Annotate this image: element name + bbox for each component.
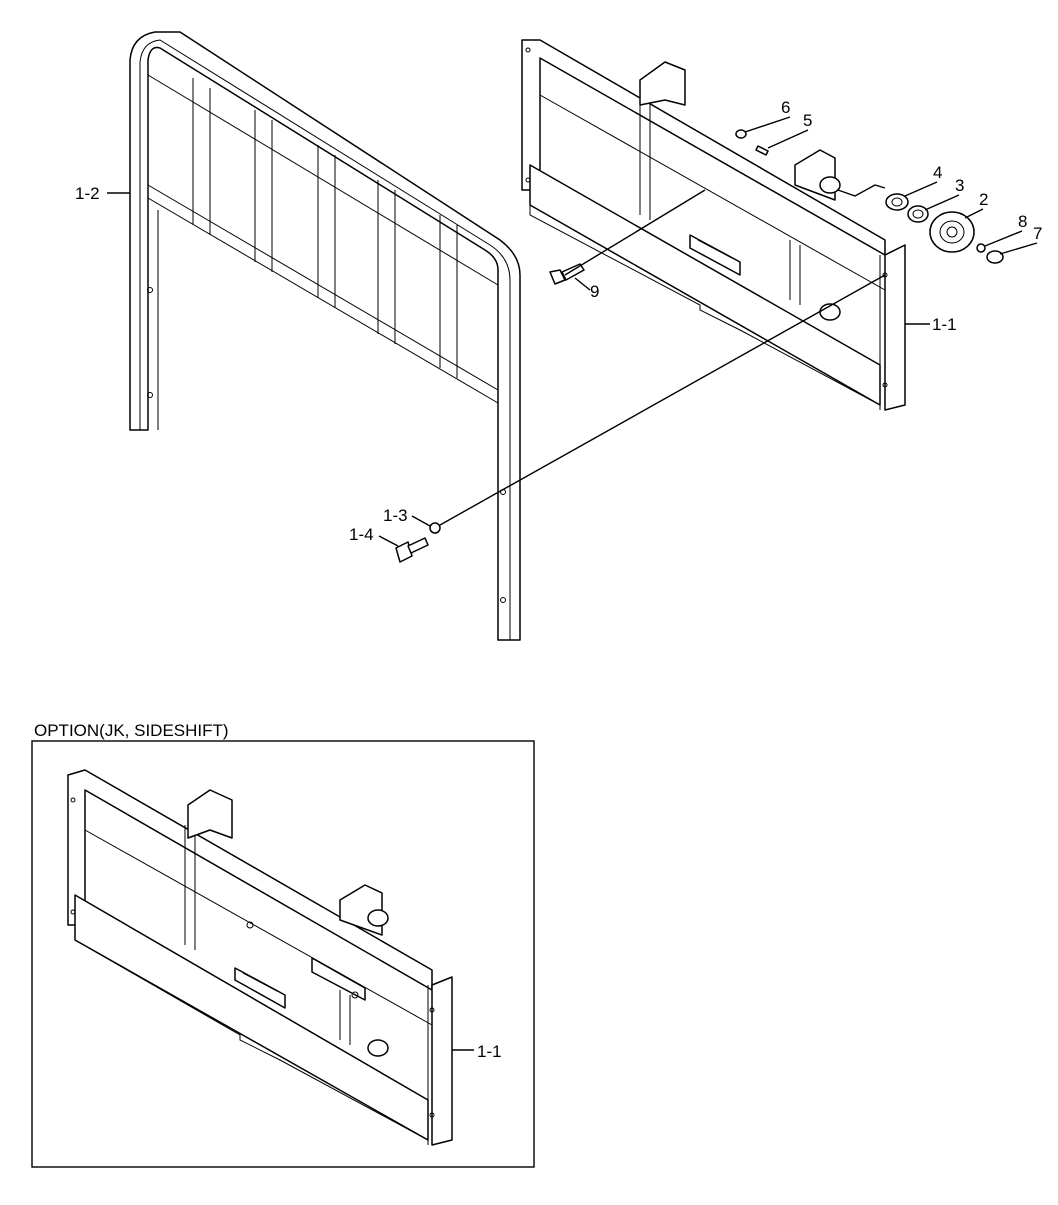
callout-5: 5	[803, 111, 812, 130]
callout-1-2: 1-2	[75, 184, 100, 203]
callout-6: 6	[781, 98, 790, 117]
bolt-part-9	[549, 269, 566, 285]
load-backrest	[129, 31, 521, 641]
washer-part-4	[885, 193, 909, 211]
callout-1-1: 1-1	[932, 315, 957, 334]
cap-part-7	[986, 250, 1004, 264]
screw-part-5	[755, 145, 769, 156]
washer-part-1-3	[429, 522, 441, 534]
option-title: OPTION(JK, SIDESHIFT)	[34, 721, 229, 740]
callout-1-4: 1-4	[349, 525, 374, 544]
main-callouts: 1-2 6 5 4 3 2 8 7 9 1-1 1-3 1-4	[75, 98, 1042, 547]
option-callout-1-1: 1-1	[477, 1042, 502, 1061]
nut-part-6	[735, 129, 747, 139]
callout-2: 2	[979, 190, 988, 209]
ring-part-8	[976, 243, 986, 253]
option-frame	[31, 740, 535, 1168]
callout-1-3: 1-3	[383, 506, 408, 525]
callout-8: 8	[1018, 212, 1027, 231]
shim-part-3	[907, 205, 929, 223]
callout-3: 3	[955, 176, 964, 195]
callout-9: 9	[590, 282, 599, 301]
small-parts	[395, 129, 1004, 563]
bearing-part-2	[929, 211, 975, 253]
callout-4: 4	[933, 163, 942, 182]
carriage-option	[67, 769, 453, 1146]
callout-7: 7	[1033, 224, 1042, 243]
carriage-main	[521, 39, 906, 411]
